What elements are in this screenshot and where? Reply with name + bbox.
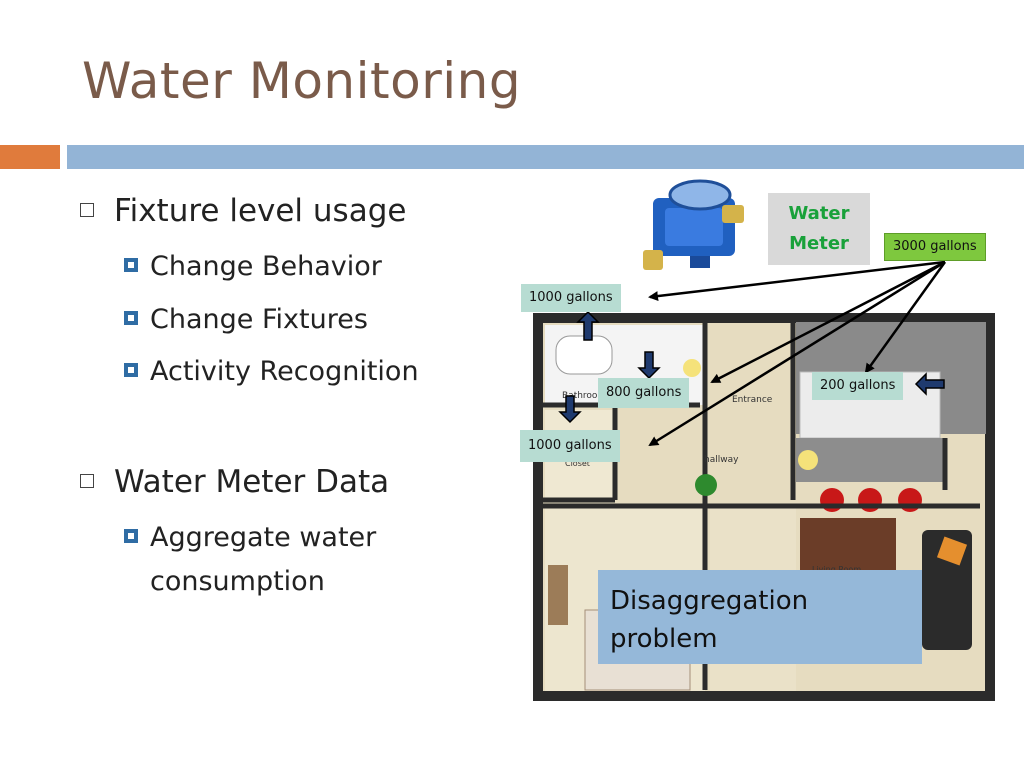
bullet-change-fixtures: Change Fixtures: [124, 298, 368, 342]
usage-tag-bathroom: 800 gallons: [598, 378, 690, 408]
total-usage-tag: 3000 gallons: [884, 233, 986, 261]
bullet-aggregate-consumption: Aggregate water consumption: [124, 516, 376, 604]
bullet-list: Fixture level usage Change Behavior Chan…: [0, 0, 480, 768]
bullet-water-meter-data: Water Meter Data: [80, 464, 389, 500]
filled-square-bullet-icon: [124, 257, 138, 272]
fixture-arrows: [558, 310, 945, 424]
water-meter-icon: [643, 179, 744, 270]
water-meter-label: Water Meter: [768, 193, 870, 265]
lightbulb-icon: [683, 359, 818, 470]
room-label-living-room: Living Room: [812, 565, 861, 574]
hollow-square-icon: [80, 202, 94, 217]
usage-arrows: [648, 260, 947, 447]
bullet-activity-recognition: Activity Recognition: [124, 350, 419, 394]
plant-icon: [695, 474, 717, 496]
usage-tag-top-left: 1000 gallons: [521, 284, 621, 312]
slide-title: Water Monitoring: [82, 52, 522, 110]
hollow-square-icon: [80, 473, 94, 488]
filled-square-bullet-icon: [124, 362, 138, 377]
bullet-change-behavior: Change Behavior: [124, 245, 382, 289]
room-label-entrance: Entrance: [732, 395, 773, 405]
usage-tag-bottom-left: 1000 gallons: [520, 430, 620, 462]
accent-bar-orange: [0, 145, 60, 169]
bullet-fixture-level-usage: Fixture level usage: [80, 193, 406, 229]
filled-square-bullet-icon: [124, 528, 138, 543]
room-label-hallway: hallway: [704, 455, 739, 465]
room-label-closet: Closet: [565, 459, 590, 468]
accent-bar-blue: [67, 145, 1024, 169]
filled-square-bullet-icon: [124, 310, 138, 325]
usage-tag-kitchen: 200 gallons: [812, 372, 904, 400]
disaggregation-callout: Disaggregation problem: [598, 570, 922, 664]
room-label-bathroom: Bathroom: [562, 391, 606, 401]
